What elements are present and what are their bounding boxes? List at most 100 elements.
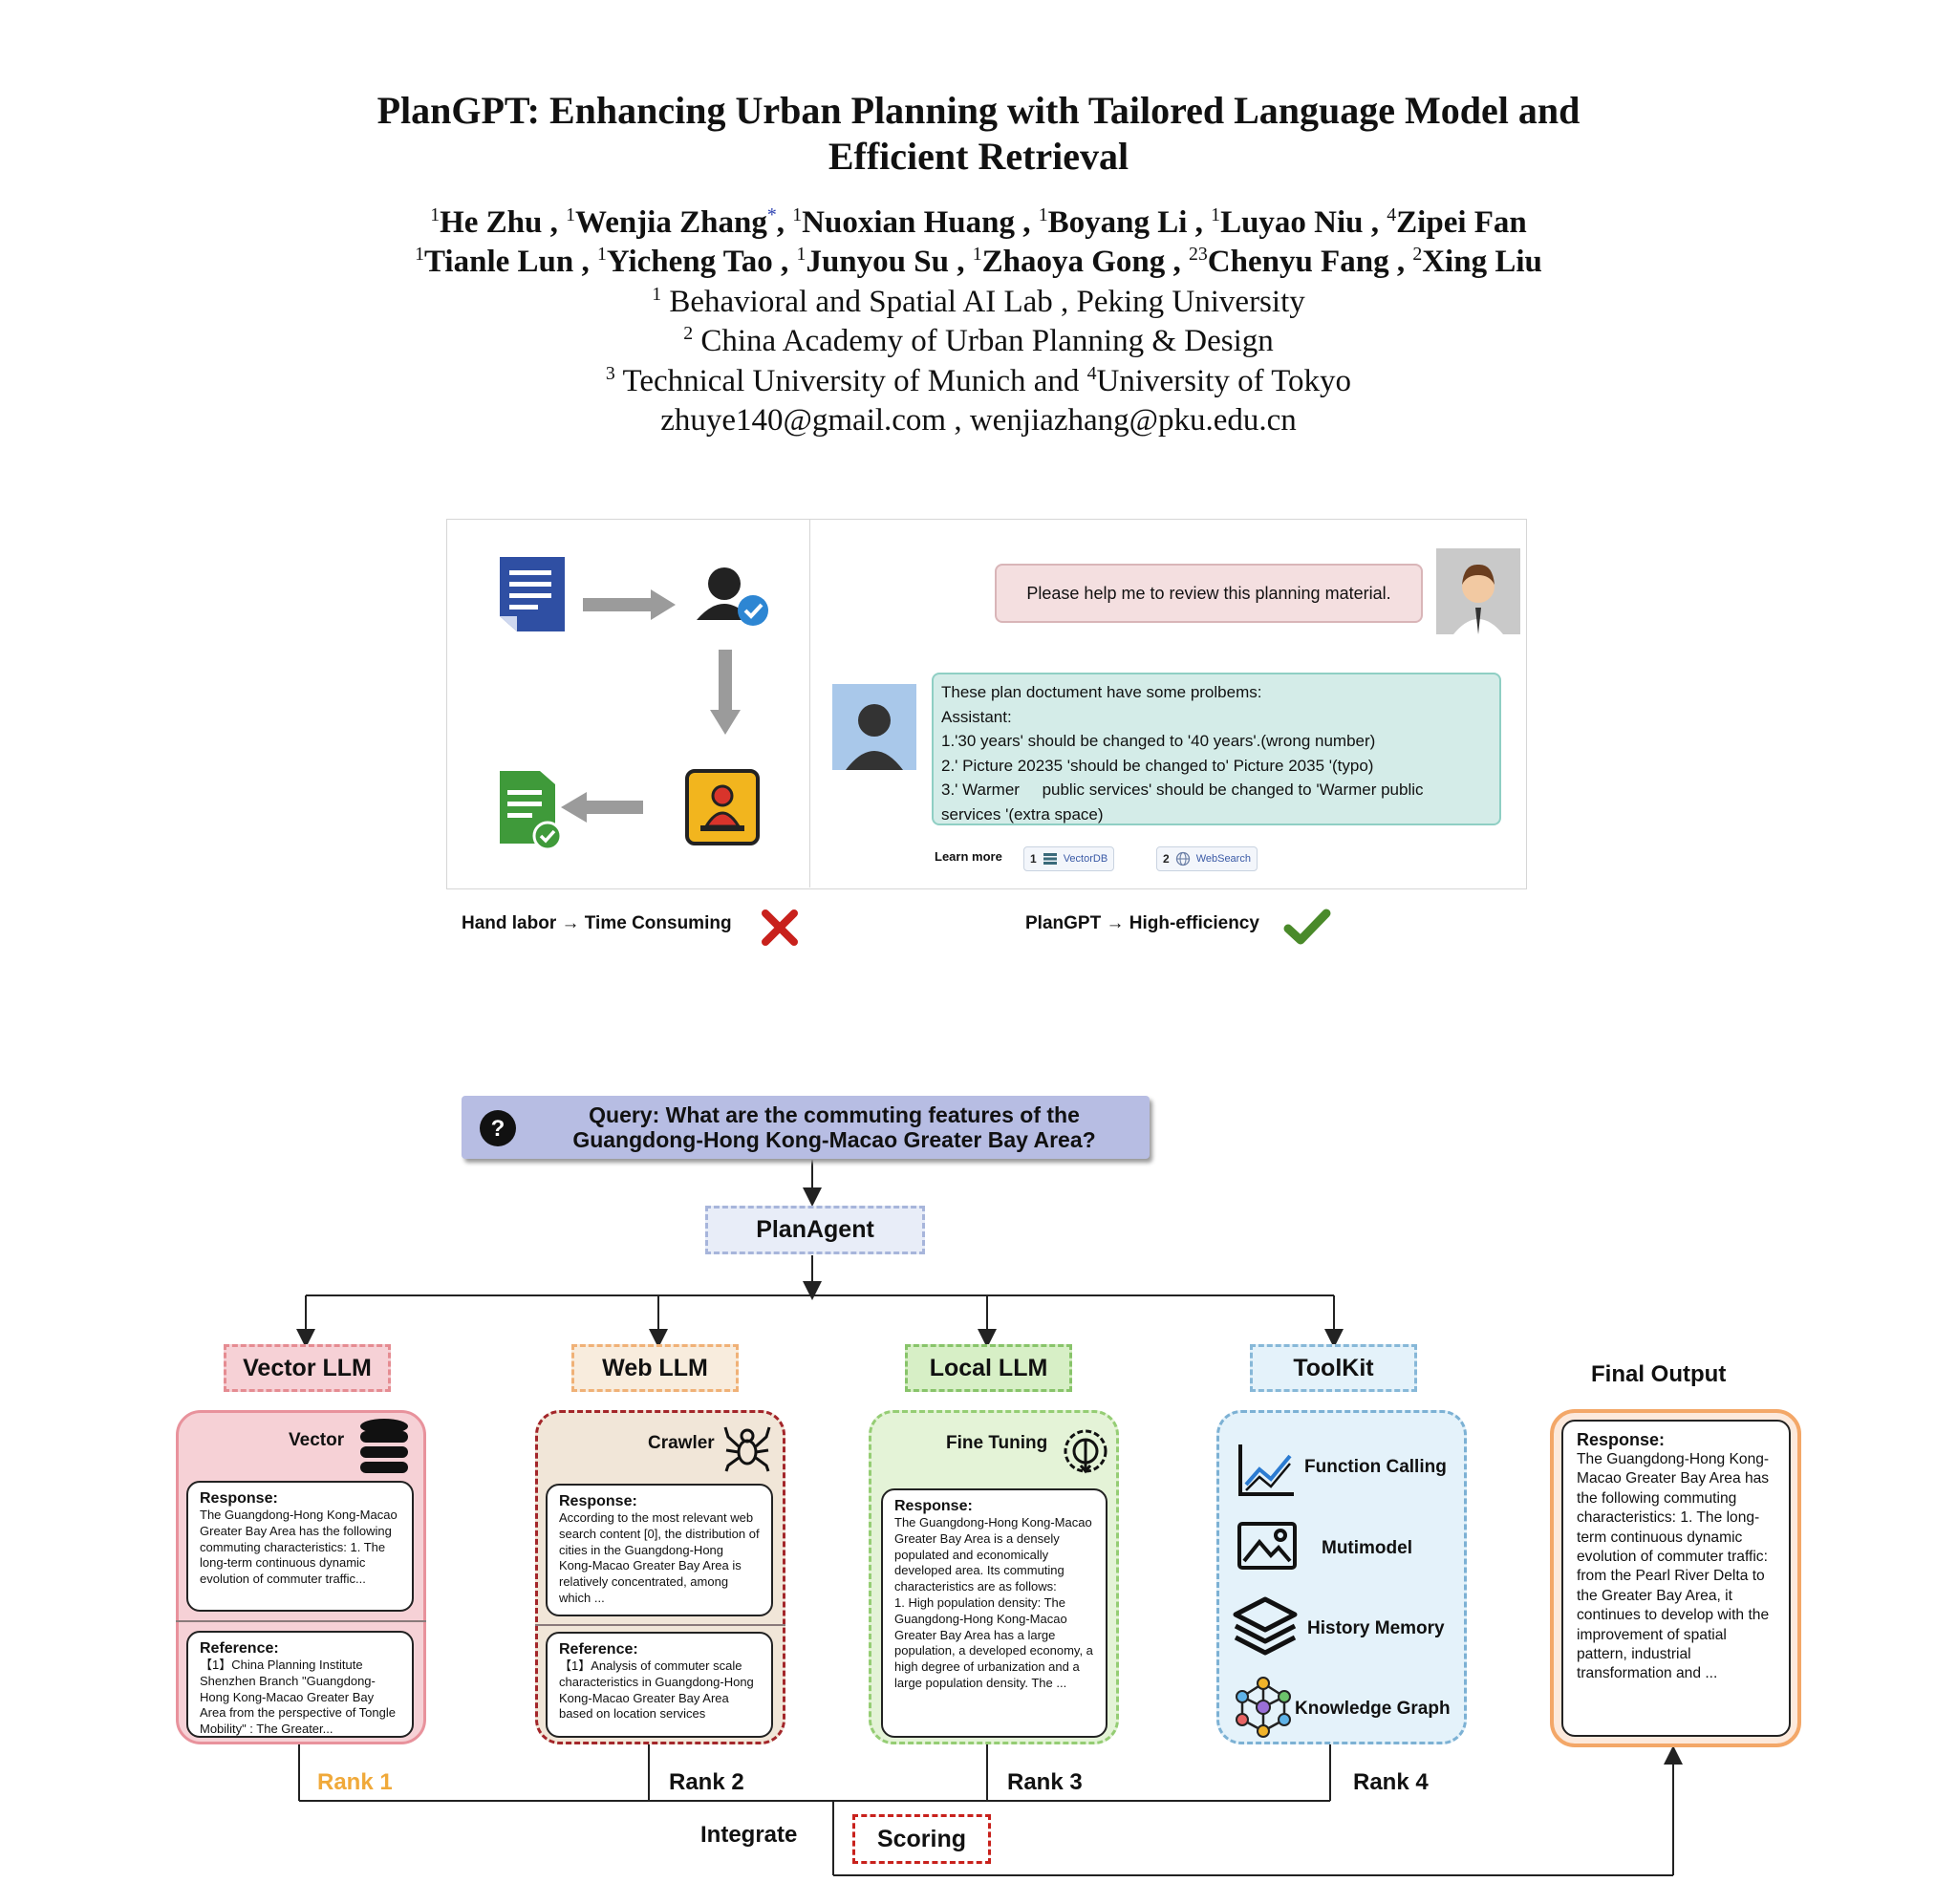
database-icon	[360, 1419, 408, 1473]
author-affiliation-sup: 4	[1387, 204, 1397, 225]
caption-hand-labor: Hand labor → Time Consuming	[462, 913, 732, 933]
chip-label: WebSearch	[1195, 853, 1251, 865]
assistant-line: Assistant:	[941, 707, 1012, 726]
affiliation-sup: 1	[652, 284, 662, 305]
arrow-left-icon	[561, 792, 643, 823]
author-emails: zhuye140@gmail.com , wenjiazhang@pku.edu…	[660, 403, 1297, 438]
response-text: According to the most relevant web searc…	[559, 1510, 760, 1605]
check-icon	[1283, 909, 1331, 945]
tool-history-memory: History Memory	[1307, 1618, 1445, 1638]
response-text: The Guangdong-Hong Kong-Macao Greater Ba…	[200, 1508, 398, 1587]
toolkit-panel	[1216, 1410, 1467, 1744]
figure1-divider	[809, 519, 810, 888]
response-text: The Guangdong-Hong Kong-Macao Greater Ba…	[894, 1515, 1093, 1690]
vector-response-card: Response: The Guangdong-Hong Kong-Macao …	[186, 1481, 414, 1612]
affiliation-3: 3 Technical University of Munich and 4Un…	[0, 361, 1957, 401]
assistant-line: services '(extra space)	[941, 804, 1104, 824]
assistant-avatar	[832, 684, 916, 770]
author-affiliation-sup: 1	[596, 244, 607, 265]
final-response-text: The Guangdong-Hong Kong-Macao Greater Ba…	[1577, 1451, 1770, 1682]
stamp-icon	[685, 769, 760, 845]
vector-reference-card: Reference: 【1】China Planning Institute S…	[186, 1631, 414, 1738]
author-separator: ,	[1363, 205, 1387, 240]
reviewer-person-icon	[697, 567, 768, 626]
affiliation-text: China Academy of Urban Planning & Design	[700, 324, 1274, 358]
query-text: Query: What are the commuting features o…	[572, 1102, 1096, 1152]
query-box: ? Query: What are the commuting features…	[462, 1096, 1150, 1159]
author-separator: ,	[776, 205, 793, 240]
tool-knowledge-graph: Knowledge Graph	[1295, 1699, 1451, 1719]
author-affiliation-sup: 1	[792, 204, 803, 225]
local-response-card: Response: The Guangdong-Hong Kong-Macao …	[881, 1488, 1108, 1738]
affiliation-sup: 2	[683, 323, 694, 344]
author-name: Chenyu Fang	[1207, 245, 1389, 279]
toolkit-label: ToolKit	[1250, 1344, 1417, 1392]
rank-4-label: Rank 4	[1353, 1769, 1429, 1795]
vector-panel-title: Vector	[289, 1430, 345, 1450]
rank-2-label: Rank 2	[669, 1769, 744, 1795]
final-output-title: Final Output	[1591, 1361, 1727, 1387]
vector-divider	[176, 1620, 426, 1622]
author-affiliation-sup: 1	[796, 244, 806, 265]
user-avatar	[1436, 548, 1520, 634]
author-name: Xing Liu	[1422, 245, 1542, 279]
svg-text:?: ?	[491, 1116, 505, 1142]
arrow-right-icon	[583, 589, 676, 620]
response-heading: Response:	[894, 1498, 973, 1514]
chip-websearch[interactable]: 2 WebSearch	[1156, 846, 1258, 871]
author-affiliation-sup: 23	[1188, 244, 1208, 265]
hand-labor-workflow	[500, 557, 768, 851]
affiliation-2: 2 China Academy of Urban Planning & Desi…	[0, 321, 1957, 361]
affiliation-text: Technical University of Munich and	[622, 364, 1087, 398]
author-name: Boyang Li	[1047, 205, 1188, 240]
local-panel-title: Fine Tuning	[946, 1433, 1048, 1453]
author-name: Tianle Lun	[424, 245, 574, 279]
final-output-card: Response: The Guangdong-Hong Kong-Macao …	[1561, 1420, 1791, 1737]
reference-text: 【1】China Planning Institute Shenzhen Bra…	[200, 1658, 396, 1737]
assistant-line: 1.'30 years' should be changed to '40 ye…	[941, 732, 1376, 750]
author-separator: ,	[1165, 245, 1189, 279]
database-icon	[1043, 853, 1057, 865]
author-name: Yicheng Tao	[606, 245, 773, 279]
author-separator: ,	[542, 205, 567, 240]
reference-text: 【1】Analysis of commuter scale characteri…	[559, 1658, 754, 1722]
affiliation-sup: 3	[605, 363, 615, 384]
assistant-line: These plan doctument have some prolbems:	[941, 683, 1262, 701]
layers-icon	[1233, 1596, 1298, 1656]
paper-title: PlanGPT: Enhancing Urban Planning with T…	[0, 88, 1957, 180]
web-reference-card: Reference: 【1】Analysis of commuter scale…	[546, 1632, 773, 1738]
approved-document-icon	[500, 771, 563, 851]
author-affiliation-sup: 1	[430, 204, 441, 225]
author-name: Zhaoya Gong	[981, 245, 1166, 279]
affiliation-text: Behavioral and Spatial AI Lab , Peking U…	[669, 285, 1305, 319]
title-line-1: PlanGPT: Enhancing Urban Planning with T…	[376, 89, 1581, 132]
author-affiliation-sup: 2	[1412, 244, 1423, 265]
learn-more-label: Learn more	[935, 849, 1002, 864]
local-llm-label: Local LLM	[905, 1344, 1072, 1392]
cross-icon	[762, 909, 798, 946]
web-response-card: Response: According to the most relevant…	[546, 1484, 773, 1616]
chip-number: 2	[1163, 852, 1170, 866]
author-affiliation-sup: 1	[972, 244, 982, 265]
reference-heading: Reference:	[559, 1641, 638, 1658]
vector-llm-label: Vector LLM	[224, 1344, 391, 1392]
image-icon	[1237, 1522, 1297, 1570]
figure1-frame	[446, 519, 1527, 889]
author-separator: ,	[1388, 245, 1413, 279]
chip-number: 1	[1030, 852, 1037, 866]
reference-heading: Reference:	[200, 1640, 279, 1657]
author-separator: ,	[1014, 205, 1039, 240]
author-name: Junyou Su	[806, 245, 949, 279]
chip-vectordb[interactable]: 1 VectorDB	[1023, 846, 1115, 871]
affiliation-text: University of Tokyo	[1096, 364, 1352, 398]
response-heading: Response:	[200, 1490, 278, 1507]
author-name: Zipei Fan	[1396, 205, 1527, 240]
fine-tuning-icon	[1064, 1429, 1108, 1474]
assistant-message-bubble: These plan doctument have some prolbems:…	[932, 673, 1501, 825]
author-affiliation-sup: 1	[1038, 204, 1048, 225]
title-line-2: Efficient Retrieval	[828, 135, 1129, 178]
author-separator: ,	[1187, 205, 1212, 240]
author-separator: ,	[573, 245, 597, 279]
author-name: Nuoxian Huang	[802, 205, 1015, 240]
